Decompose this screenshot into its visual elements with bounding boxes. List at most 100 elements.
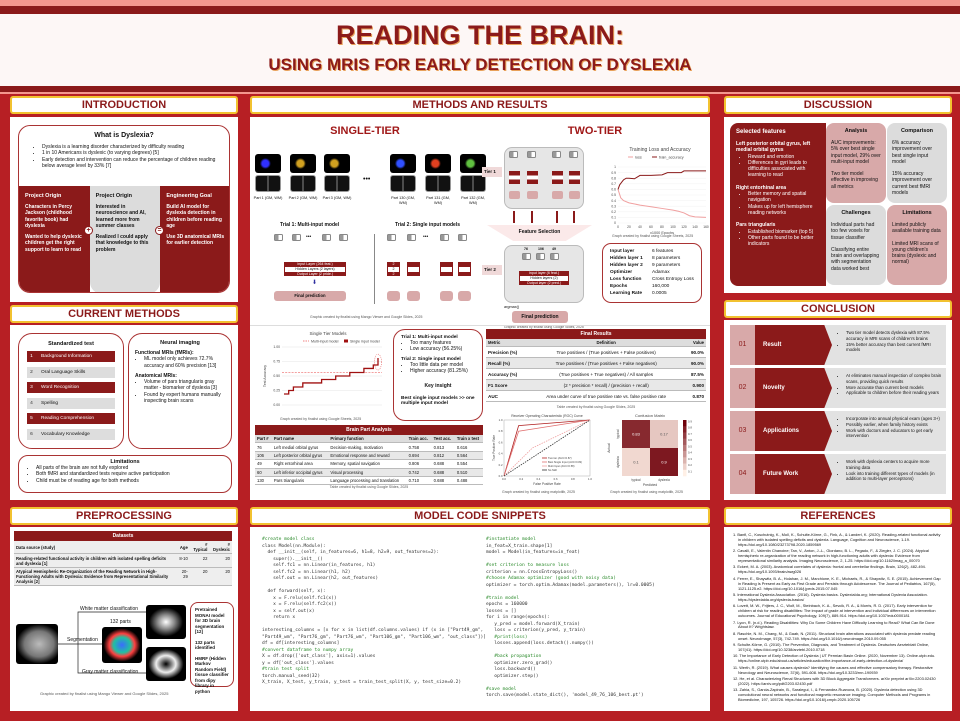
item-number: 5 <box>27 413 36 424</box>
box-title: Challenges <box>841 210 871 216</box>
code-line: #create model class <box>262 537 315 542</box>
feature-bullets: Better memory and spatial navigationMake… <box>736 191 820 216</box>
reference-item: 13. Zahia, S., Garcia-Zapirain, B., Sara… <box>733 687 931 703</box>
key-insight-heading: Key insight <box>424 383 452 390</box>
code-line: #print(loss) <box>486 634 528 640</box>
selected-features-title: Selected features <box>736 129 786 135</box>
row-bullets: AI eliminates manual inspection of compl… <box>832 368 946 408</box>
code-line: X_train, X_test, y_train, y_test = train… <box>262 680 462 685</box>
feature-bullet: Reward and emotion <box>748 154 820 160</box>
y-tick-label: 1 <box>614 165 616 169</box>
tier2-layer-stack: Input layer (6 feat.)Hidden layers (2)Ou… <box>519 271 569 286</box>
conclusion-bullet: Incorporate into annual physical exam (a… <box>846 416 942 422</box>
row-number: 03 <box>730 411 755 451</box>
datasets-table-title: Datasets <box>14 531 232 541</box>
table-cell: Emotional response and reward <box>328 451 407 461</box>
x-tick-label: 0.0 <box>502 477 506 481</box>
dyslexia-fact: 1 in 10 Americans is dyslexic (to varyin… <box>42 150 221 156</box>
column-header: Primary function <box>328 435 407 444</box>
table-cell: Visual processing <box>328 468 407 477</box>
code-line: #choose Adamax optimizer (good with nois… <box>486 576 616 581</box>
series-line-train_accuracy <box>617 170 706 190</box>
feature-bullet: Other parts found to be better indicator… <box>748 235 820 248</box>
code-line: torch.save(model.state_dict(), 'model_49… <box>486 693 644 698</box>
ellipsis: ••• <box>363 176 371 183</box>
reference-item: 8. Raschle, N. M., Chang, M., & Gaab, N.… <box>733 630 936 641</box>
brain-part-label: Part 3 (GM, WM) <box>322 196 352 200</box>
dyslexia-card-title: What is Dyslexia? <box>94 132 154 139</box>
table-cell: (2 * precision * recall) / (precision + … <box>527 379 685 392</box>
conclusion-bullet: More accurate than current best models <box>846 385 942 391</box>
preprocessing-caption: Graphic created by finalist using Mango … <box>40 691 169 696</box>
table-cell: Right entorhinal area <box>271 459 329 469</box>
code-line: def forward(self, x): <box>262 589 326 594</box>
table-row: Atypical Hemispheric Re-Organization of … <box>14 567 232 587</box>
brain-part-label: Part 132 (GM, WM) <box>461 196 485 205</box>
x-tick-label: 1.0 <box>588 477 592 481</box>
feature-selection-funnel: Feature Selection <box>487 225 592 241</box>
box-text: 6% accuracy improvement over best single… <box>892 140 933 165</box>
standardized-test-title: Standardized test <box>48 341 94 347</box>
table-cell: 49 <box>255 459 272 469</box>
legend-label: Two tier (AUC=0.87) <box>548 456 572 460</box>
table-cell: 0.812 <box>431 451 455 461</box>
section-header-current-methods: CURRENT METHODS <box>10 305 238 323</box>
top-strip <box>0 0 960 6</box>
origin-title: Engineering Goal <box>166 193 212 199</box>
code-line: #instantiate model <box>486 537 536 542</box>
code-line: class Model(nn.Module): <box>262 543 326 549</box>
table-cell: 0.688 <box>431 459 455 469</box>
tier1-label: Tier 1 <box>482 167 502 177</box>
origin-text: Use 3D anatomical MRIs for earlier detec… <box>166 234 225 247</box>
code-line: #convert dataframe to numpy array <box>262 647 354 653</box>
trial1-title: Trial 1: Multi-input model <box>280 222 340 228</box>
column-header: Train acc. <box>406 435 432 444</box>
conclusion-bullet: Possibly earlier, when family history ex… <box>846 422 942 428</box>
tier1-prediction <box>569 191 580 199</box>
table-cell: 0.870 <box>684 390 706 403</box>
colorbar-segment <box>683 438 687 446</box>
box-title: Analysis <box>844 128 868 134</box>
table-cell: Reading-related functional activity in c… <box>14 553 177 568</box>
key-insight-card: Trial 1: Multi-input modelToo many featu… <box>393 329 483 421</box>
origin-text: Build AI model for dyslexia detection in… <box>166 204 222 229</box>
code-line: x = self.out(x) <box>262 608 315 614</box>
code-line: losses = [] <box>486 608 517 614</box>
single-model-stack <box>440 262 453 277</box>
parameter-value: 9 parameters <box>652 263 681 268</box>
x-axis-label: False Positive Rate <box>533 482 561 486</box>
anatomical-bullets: Volume of pars triangularis gray matter … <box>135 379 225 404</box>
dyslexia-card: What is Dyslexia? Dyslexia is a learning… <box>18 125 230 293</box>
tier1-model <box>509 171 520 184</box>
colorbar-segment <box>683 426 687 433</box>
row-label: Result <box>755 325 832 365</box>
single-input-line <box>284 358 379 395</box>
item-number: 1 <box>27 351 36 362</box>
table-cell: 60 <box>255 468 272 477</box>
parameter-value: 8 parameters <box>652 256 681 261</box>
table-cell: Accuracy (%) <box>486 368 528 381</box>
input-node <box>407 234 416 241</box>
item-label: Background Information <box>36 351 115 362</box>
table-cell: 0.813 <box>431 442 455 452</box>
box-text: Classifying entire brain and overlapping… <box>831 246 880 272</box>
row-label: Applications <box>755 411 832 451</box>
segmented-brain-image <box>102 627 142 663</box>
cm-value: 0.1 <box>633 460 639 465</box>
code-line: x = F.relu(self.fc1(x)) <box>262 595 337 601</box>
section-header-introduction: INTRODUCTION <box>10 96 238 114</box>
layer-stack: Input Layer (264 feat.)Hidden Layers (2 … <box>284 262 346 277</box>
